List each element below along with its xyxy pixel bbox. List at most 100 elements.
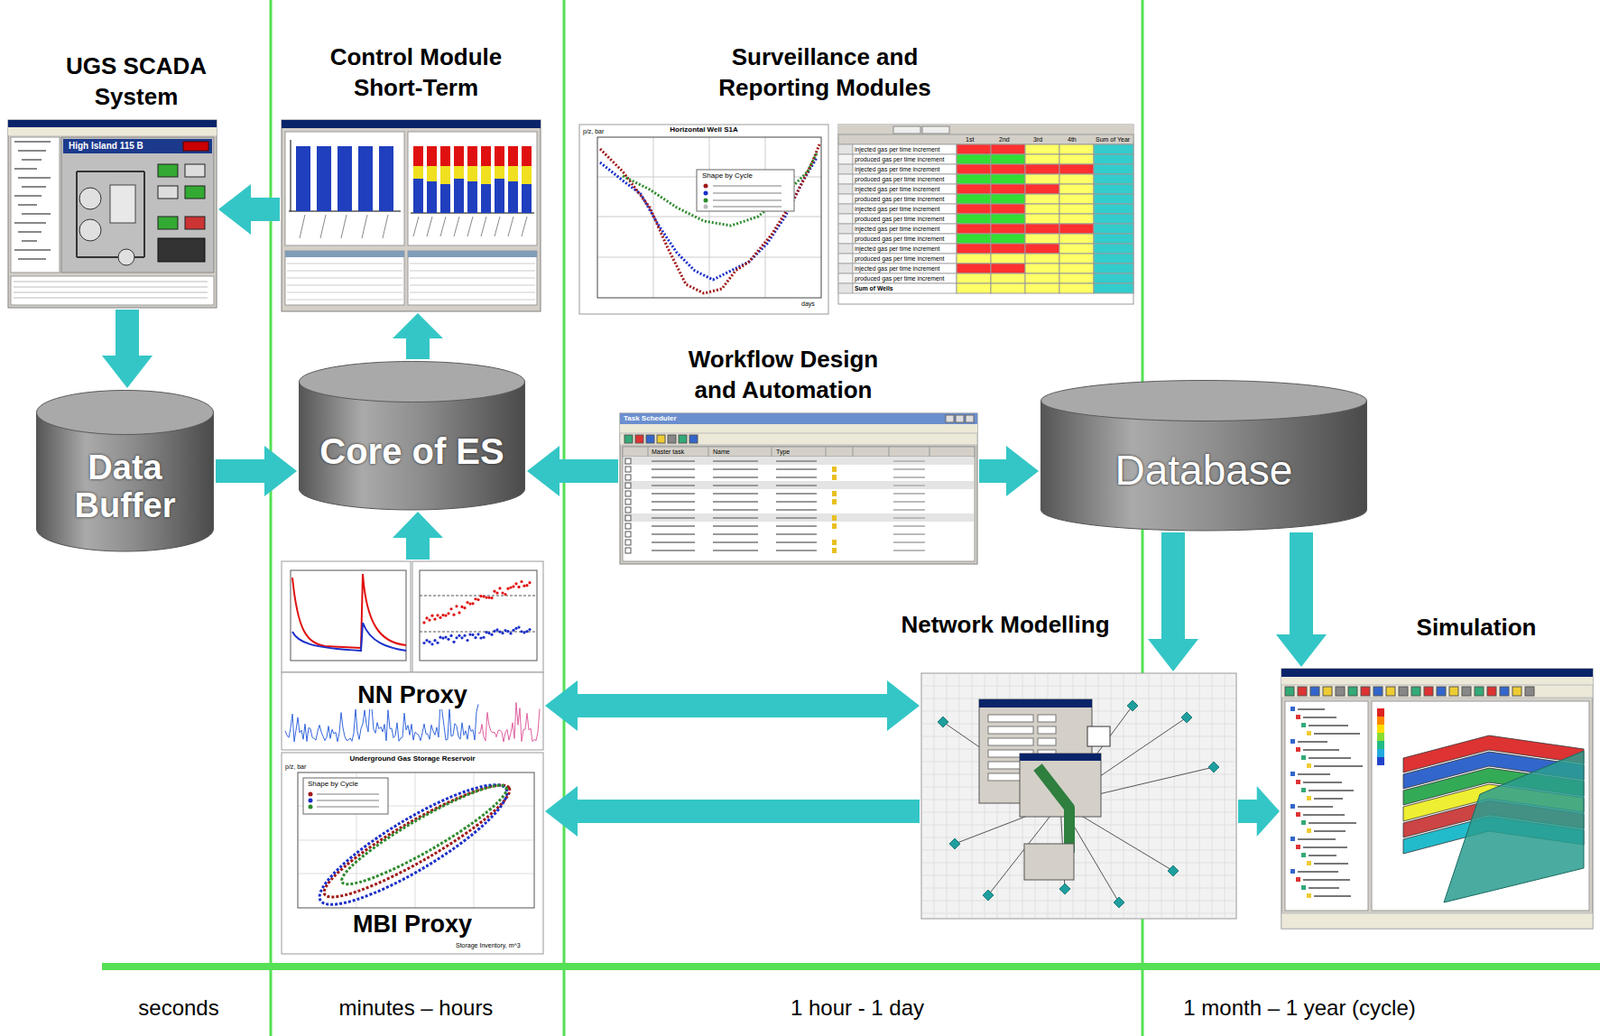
toolbar-icon	[1424, 686, 1434, 696]
gauge-box	[110, 184, 136, 223]
bar-segment	[440, 184, 451, 213]
screen-text: p/z, bar	[582, 128, 604, 136]
toolbar-icon	[1348, 686, 1358, 696]
tree-icon	[1295, 812, 1301, 817]
cell-stub	[776, 476, 817, 479]
legend-entry-stub	[712, 184, 782, 187]
legend-dot	[703, 191, 709, 196]
data-curve	[292, 573, 407, 648]
scatter-point	[503, 628, 507, 632]
cell-stub	[776, 533, 817, 536]
scatter-point	[471, 633, 474, 637]
cell-stub	[776, 549, 817, 552]
table-cell	[1025, 184, 1060, 195]
fault-plane	[1443, 750, 1584, 903]
scatter-point	[462, 606, 466, 610]
list-row	[13, 286, 208, 288]
table-row	[286, 277, 403, 279]
table-cell	[956, 174, 991, 185]
screenshot-panel: Workflow Design and Automation	[619, 413, 978, 565]
tree-item	[14, 194, 42, 197]
label-holder: injected gas per time increment	[854, 146, 940, 154]
label-holder: produced gas per time increment	[854, 255, 944, 263]
tree-item	[18, 258, 47, 260]
table-row	[286, 285, 403, 287]
bar-segment	[467, 146, 478, 167]
tree-item	[18, 176, 51, 179]
tree-item	[1313, 830, 1346, 833]
checkbox	[625, 474, 631, 481]
checkbox	[625, 458, 631, 464]
checkbox	[625, 523, 631, 529]
toolbar-icon	[1525, 686, 1535, 696]
scatter-point	[517, 585, 520, 589]
heading-holder: Control Module Short-Term	[303, 42, 529, 104]
plot-area	[419, 570, 537, 661]
tree-item	[1303, 781, 1342, 784]
scatter-point	[441, 613, 444, 617]
table-cell	[838, 164, 853, 175]
dialog-window	[1019, 753, 1101, 817]
screen-text: days	[801, 300, 815, 308]
table-cell	[1059, 164, 1094, 175]
table-cell	[1059, 194, 1094, 204]
group-row	[623, 456, 974, 465]
label-holder: injected gas per time increment	[854, 205, 940, 213]
section-heading: Surveillance and Reporting Modules	[689, 42, 961, 104]
bar-segment	[440, 146, 451, 167]
legend-dot	[308, 792, 314, 797]
table-header	[622, 446, 975, 457]
table-cell	[1093, 154, 1134, 165]
label-holder: Underground Gas Storage Reservoir	[349, 754, 475, 763]
bar-segment	[413, 178, 424, 213]
section-heading: Control Module Short-Term	[303, 42, 529, 104]
table-toolbar	[838, 124, 1134, 135]
signal-trace	[478, 702, 540, 742]
screen-text: 4th	[1067, 136, 1077, 144]
table-cell	[1093, 223, 1134, 234]
cell-stub	[712, 517, 759, 519]
tree-icon	[1306, 860, 1312, 866]
network-node-icon	[1059, 883, 1071, 895]
axis-tick-stub	[480, 216, 487, 237]
label-holder: 1 month – 1 year (cycle)	[1183, 995, 1416, 1021]
scatter-point	[452, 640, 455, 644]
scatter-point	[500, 591, 504, 594]
scatter-point	[506, 629, 509, 633]
tree-item	[1308, 854, 1337, 857]
axis-tick-stub	[361, 214, 368, 239]
screenshot-panel: Surveillance and Reporting Modules	[579, 124, 1134, 315]
title-bar	[979, 699, 1092, 708]
legend-dot	[703, 198, 709, 204]
bar-segment	[508, 166, 518, 182]
network-node-icon	[1113, 897, 1125, 908]
column-separator	[929, 446, 931, 457]
heading-holder: Surveillance and Reporting Modules	[689, 42, 961, 104]
label-holder: Task Scheduler	[623, 414, 677, 423]
bar-segment	[521, 184, 532, 213]
control-button	[157, 216, 178, 230]
axis-tick-stub	[426, 216, 433, 237]
table-cell	[838, 154, 853, 165]
cell-stub	[712, 492, 759, 495]
screen-text: Master task	[651, 448, 685, 456]
scatter-point	[487, 596, 491, 600]
table-row	[409, 270, 536, 272]
legend-entry-stub	[712, 199, 782, 202]
scatter-point	[454, 604, 458, 608]
axis-tick-stub	[508, 216, 514, 237]
table-cell	[1093, 213, 1134, 224]
scatter-point	[479, 636, 482, 639]
storage-cylinder: Core of ES	[298, 360, 526, 510]
network-node-icon	[1127, 700, 1138, 712]
cell-stub	[893, 508, 925, 511]
table-cell	[990, 273, 1026, 284]
screen-text: Horizontal Well S1A	[669, 125, 738, 134]
scatter-point	[487, 631, 491, 635]
cell-stub	[651, 492, 695, 495]
label-area: Database	[1045, 421, 1362, 520]
screenshot-panel: Simulation	[1281, 668, 1593, 929]
cell-stub	[776, 541, 817, 544]
table-cell	[838, 184, 853, 195]
